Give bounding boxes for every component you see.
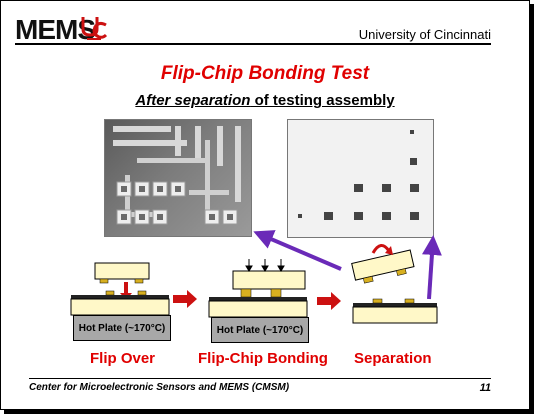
bump xyxy=(99,278,109,284)
substrate-step2 xyxy=(209,297,307,301)
chip-top-step1 xyxy=(94,262,150,280)
substrate-step3 xyxy=(353,303,437,307)
hotplate-step2: Hot Plate (~170°C) xyxy=(211,317,309,343)
separated-chip-image xyxy=(287,119,434,238)
bump xyxy=(372,298,383,304)
bump xyxy=(363,275,374,284)
slide-title: Flip-Chip Bonding Test xyxy=(160,63,370,84)
step-arrow-icon xyxy=(317,292,341,310)
hotplate-step1: Hot Plate (~170°C) xyxy=(73,315,171,341)
substrate-step2 xyxy=(208,300,308,318)
bump xyxy=(137,290,147,296)
step-label-separation: Separation xyxy=(354,350,432,367)
step-arrow-icon xyxy=(173,290,197,308)
subtitle-italic: After separation xyxy=(135,92,251,109)
substrate-step1 xyxy=(71,295,169,299)
slide-subtitle: After separation of testing assembly xyxy=(1,92,529,109)
subtitle-rest: of testing assembly xyxy=(250,92,395,109)
bump xyxy=(240,288,252,298)
page-number: 11 xyxy=(479,382,491,394)
footer-rule xyxy=(29,378,491,379)
bump xyxy=(134,278,144,284)
bump xyxy=(105,290,115,296)
chip-top-step2 xyxy=(232,270,306,290)
chip-separated xyxy=(351,249,415,281)
step-label-flip-over: Flip Over xyxy=(90,350,156,367)
university-name: University of Cincinnati xyxy=(358,27,491,42)
arrow-to-chip-image xyxy=(421,235,442,300)
step-label-flip-chip-bonding: Flip-Chip Bonding xyxy=(198,350,328,367)
bump xyxy=(396,268,407,276)
bump xyxy=(404,298,415,304)
substrate-step3 xyxy=(352,306,438,324)
bump xyxy=(270,288,282,298)
arrow-to-micrograph xyxy=(253,230,342,271)
micrograph-pads-image xyxy=(104,119,252,237)
substrate-step1 xyxy=(70,298,170,316)
footer-center-name: Center for Microelectronic Sensors and M… xyxy=(29,382,290,393)
uc-logo-icon xyxy=(81,17,107,40)
header-rule xyxy=(15,43,491,45)
rotate-arrow-icon xyxy=(371,244,391,254)
